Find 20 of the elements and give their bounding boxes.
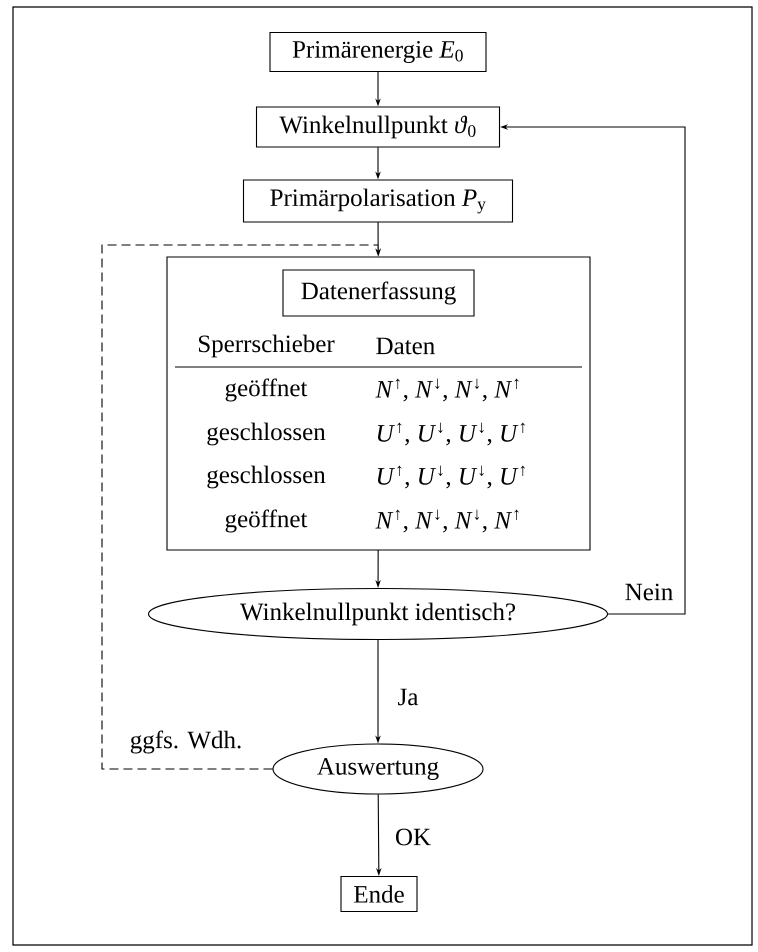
edge-label: OK bbox=[394, 828, 432, 846]
table-cell: Sperrschieber bbox=[198, 334, 335, 358]
edge-label: Nein bbox=[624, 582, 674, 602]
table-cell: N$^{↑}$, N$^{↓}$, N$^{↓}$, N$^{↑}$ bbox=[375, 378, 519, 402]
process-box: Datenerfassung bbox=[282, 269, 475, 317]
table-cell: geschlossen bbox=[207, 422, 326, 446]
table-cell: geschlossen bbox=[207, 466, 326, 488]
table-cell: geöffnet bbox=[226, 510, 308, 532]
process-box: Winkelnullpunkt ϑ$_{0}$ bbox=[256, 106, 500, 148]
table-cell: N$^{↑}$, N$^{↓}$, N$^{↓}$, N$^{↑}$ bbox=[375, 510, 519, 532]
arrow bbox=[101, 244, 381, 770]
process-box: Ende bbox=[340, 876, 418, 912]
edge-label: ggfs. Wdh. bbox=[128, 730, 244, 754]
table-cell: geöffnet bbox=[226, 378, 308, 402]
table-cell: U$^{↑}$, U$^{↓}$, U$^{↓}$, U$^{↑}$ bbox=[378, 422, 525, 446]
edge-label: Ja bbox=[396, 688, 420, 706]
table-cell: U$^{↑}$, U$^{↓}$, U$^{↓}$, U$^{↑}$ bbox=[378, 466, 525, 488]
group-box bbox=[166, 256, 591, 551]
process-box: Primärenergie E$_{0}$ bbox=[269, 32, 487, 72]
process-box: Primärpolarisation P$_{y}$ bbox=[242, 179, 514, 223]
